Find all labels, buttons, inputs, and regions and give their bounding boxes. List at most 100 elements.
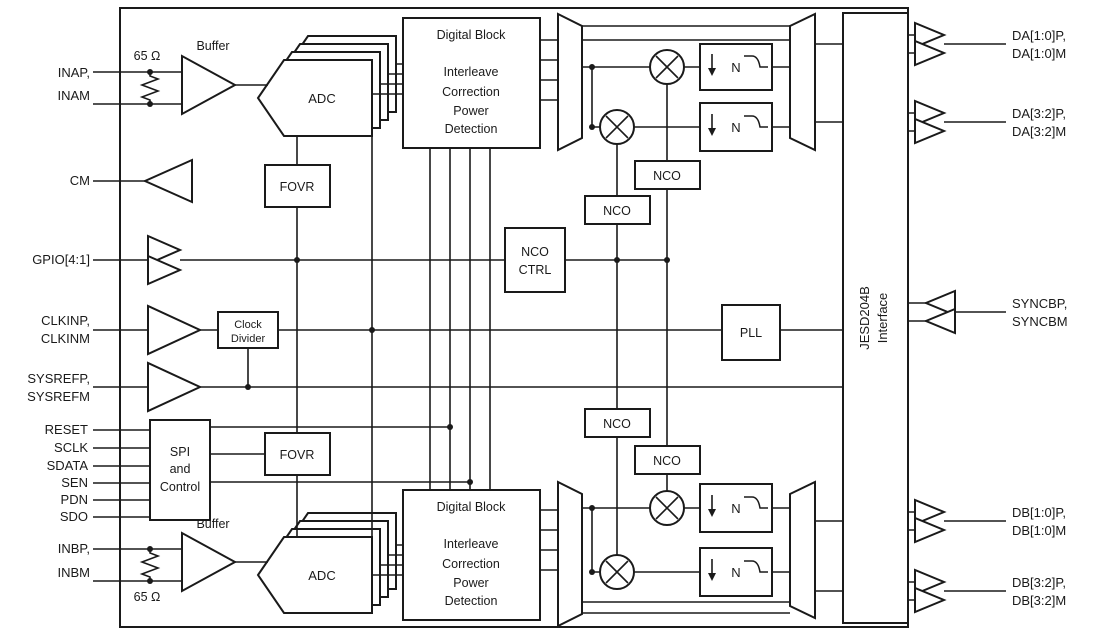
junction-dot: [589, 124, 595, 130]
mux-bottom-right: [789, 480, 816, 620]
down-arrow-icon: [708, 573, 716, 581]
label-nco-top-a: NCO: [603, 204, 631, 218]
cm-output-symbol: [142, 158, 193, 204]
label-digital-bottom-4: Power: [453, 576, 488, 590]
label-db32p: DB[3:2]P,: [1012, 575, 1066, 590]
labels: INAP, INAM CM GPIO[4:1] CLKINP, CLKINM S…: [27, 28, 1067, 608]
label-buffer-top: Buffer: [196, 39, 229, 53]
sysref-buffer-symbol: [147, 361, 203, 413]
down-arrow-icon: [708, 128, 716, 136]
junction-dot: [369, 327, 375, 333]
label-decimation-n-3: N: [731, 501, 740, 516]
mixer-x-icon: [605, 55, 679, 584]
label-syncbp: SYNCBP,: [1012, 296, 1067, 311]
clkin-buffer-symbol: [147, 304, 203, 356]
spi-control-block: [149, 419, 211, 521]
label-termination-bottom: 65 Ω: [134, 590, 161, 604]
gpio-buffer-symbol-2: [147, 254, 183, 286]
label-da10m: DA[1:0]M: [1012, 46, 1066, 61]
label-decimation-n-1: N: [731, 60, 740, 75]
label-da32p: DA[3:2]P,: [1012, 106, 1066, 121]
label-spi-2: and: [170, 462, 191, 476]
jesd-label-group: JESD204B Interface: [857, 286, 890, 350]
label-decimation-n-2: N: [731, 120, 740, 135]
down-arrow-icon: [708, 68, 716, 76]
label-inap: INAP,: [58, 65, 90, 80]
label-jesd-2: Interface: [875, 293, 890, 344]
label-inbm: INBM: [58, 565, 91, 580]
mux-top-left: [557, 12, 583, 152]
termination-resistor-bottom: [139, 549, 161, 581]
junction-dot: [147, 546, 153, 552]
termination-resistor-top: [139, 72, 161, 104]
pll-block: [721, 304, 781, 361]
adc-top-block: [256, 59, 373, 137]
junction-dot: [147, 578, 153, 584]
label-db10m: DB[1:0]M: [1012, 523, 1066, 538]
label-digital-top-4: Power: [453, 104, 488, 118]
wires-ddc: [565, 25, 843, 614]
junction-dot: [294, 257, 300, 263]
junction-dot: [589, 64, 595, 70]
input-buffer-a-symbol: [181, 54, 238, 116]
input-buffer-b-symbol: [181, 531, 238, 593]
label-adc-top: ADC: [308, 91, 335, 106]
label-clock-divider-2: Divider: [231, 333, 266, 345]
nco-ctrl-block: [504, 227, 566, 293]
label-digital-bottom-5: Detection: [445, 594, 498, 608]
label-clkinm: CLKINM: [41, 331, 90, 346]
adc-top-stack: [256, 35, 397, 137]
label-digital-bottom-2: Interleave: [444, 537, 499, 551]
fovr-top-block: [264, 164, 331, 208]
label-nco-top-b: NCO: [653, 169, 681, 183]
junction-dot: [589, 569, 595, 575]
label-buffer-bottom: Buffer: [196, 517, 229, 531]
filter-response-curves: [744, 55, 768, 573]
wires-bus: [372, 39, 558, 576]
label-digital-bottom-3: Correction: [442, 557, 500, 571]
label-da10p: DA[1:0]P,: [1012, 28, 1066, 43]
label-db10p: DB[1:0]P,: [1012, 505, 1066, 520]
label-syncbm: SYNCBM: [1012, 314, 1068, 329]
junction-dot: [664, 257, 670, 263]
mux-top-right: [789, 12, 816, 152]
wires-middle: [210, 136, 491, 537]
junction-dot: [447, 424, 453, 430]
label-digital-top-3: Correction: [442, 85, 500, 99]
wires-right: [908, 34, 1006, 601]
wires-left: [93, 71, 843, 582]
label-fovr-top: FOVR: [280, 180, 315, 194]
label-digital-top-2: Interleave: [444, 65, 499, 79]
label-fovr-bottom: FOVR: [280, 448, 315, 462]
label-decimation-n-4: N: [731, 565, 740, 580]
label-sen: SEN: [61, 475, 88, 490]
label-sysrefp: SYSREFP,: [27, 371, 90, 386]
label-pdn: PDN: [61, 492, 88, 507]
label-digital-top-5: Detection: [445, 122, 498, 136]
digital-block-bottom: [402, 489, 541, 621]
label-pll: PLL: [740, 326, 762, 340]
label-adc-bottom: ADC: [308, 568, 335, 583]
down-arrow-icon: [708, 509, 716, 517]
label-sdata: SDATA: [47, 458, 89, 473]
label-sysrefm: SYSREFM: [27, 389, 90, 404]
label-gpio: GPIO[4:1]: [32, 252, 90, 267]
label-da32m: DA[3:2]M: [1012, 124, 1066, 139]
label-clock-divider-1: Clock: [234, 319, 262, 331]
label-inam: INAM: [58, 88, 91, 103]
label-nco-ctrl-1: NCO: [521, 245, 549, 259]
block-outlines: [119, 7, 956, 628]
label-nco-bottom-a: NCO: [603, 417, 631, 431]
junction-dot: [589, 505, 595, 511]
digital-block-top: [402, 17, 541, 149]
label-sdo: SDO: [60, 509, 88, 524]
label-jesd-1: JESD204B: [857, 286, 872, 350]
adc-bottom-stack: [256, 512, 397, 614]
label-reset: RESET: [45, 422, 88, 437]
label-inbp: INBP,: [58, 541, 90, 556]
syncb-receiver-symbol-2: [923, 307, 956, 335]
label-clkinp: CLKINP,: [41, 313, 90, 328]
da10-driver-symbol-2: [914, 39, 947, 67]
